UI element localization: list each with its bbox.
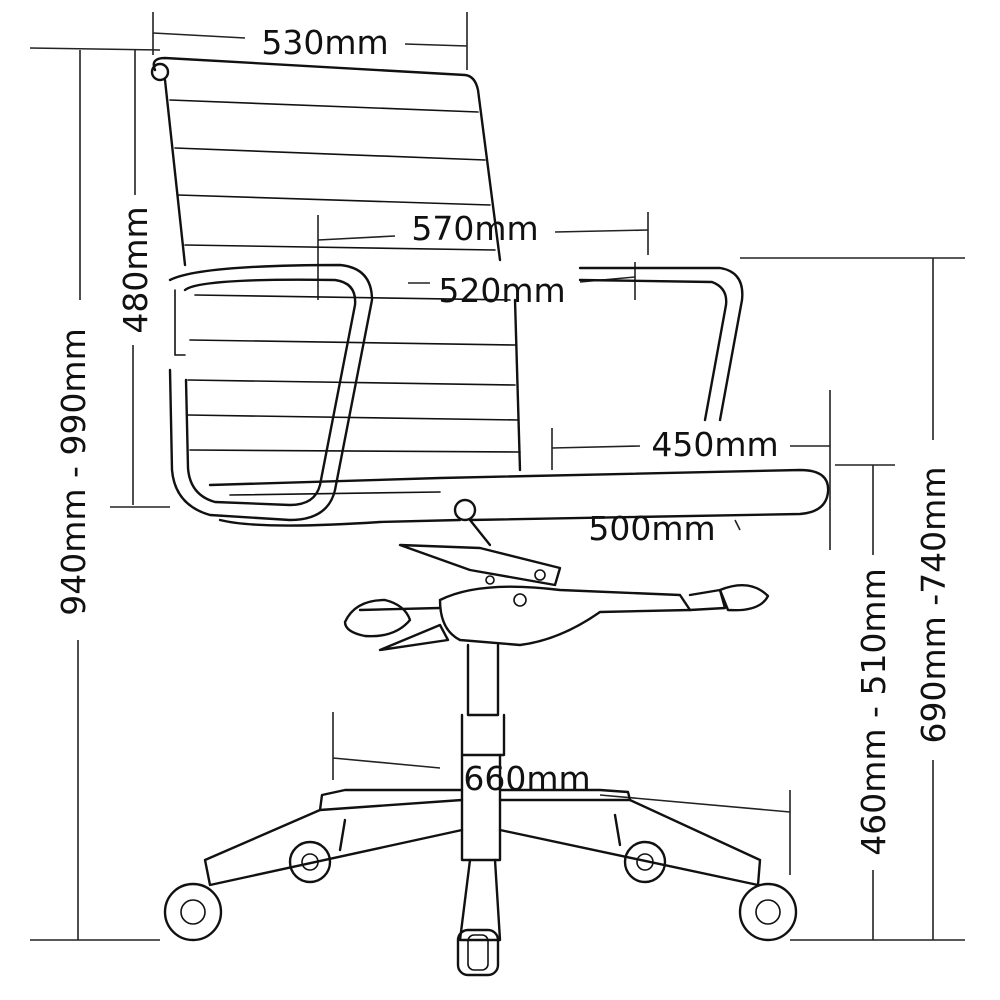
label-backrest-height: 480mm [116,206,155,333]
label-base-diameter: 660mm [463,759,590,798]
dimension-labels: 530mm 570mm 520mm 450mm 500mm 660mm 480m… [54,23,953,856]
left-armrest [168,263,374,522]
label-backrest-width: 530mm [261,23,388,62]
label-armrest-inner-width: 520mm [438,271,565,310]
label-armrest-height: 690mm -740mm [914,467,953,744]
mechanism [343,569,770,652]
dimension-lines [29,12,965,941]
backrest [150,56,522,472]
casters [163,840,798,977]
label-seat-depth: 450mm [651,425,778,464]
seat [208,468,830,587]
label-seat-height: 460mm - 510mm [854,568,893,855]
base [203,643,762,942]
label-overall-height: 940mm - 990mm [54,328,93,615]
label-overall-depth: 500mm [588,509,715,548]
label-overall-width: 570mm [411,209,538,248]
right-armrest [578,266,744,422]
